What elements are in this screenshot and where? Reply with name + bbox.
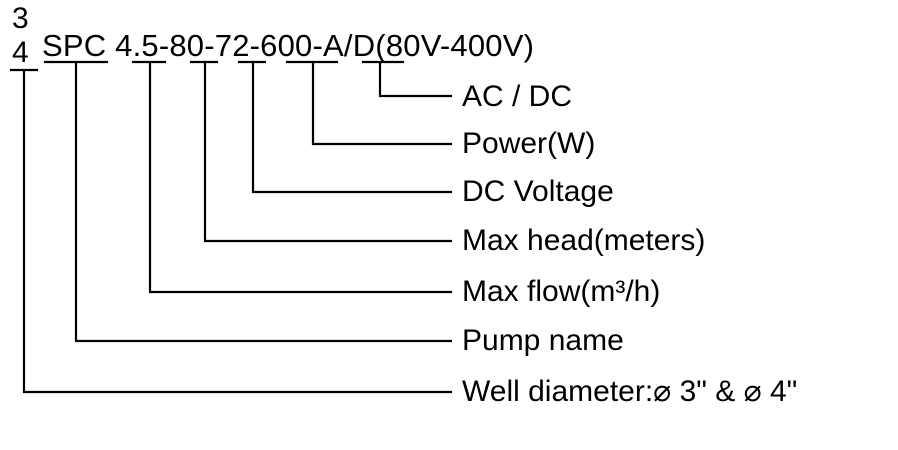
callout-ac-dc xyxy=(378,62,452,98)
callout-max-flow xyxy=(148,62,452,294)
label-pump-name: Pump name xyxy=(462,324,624,357)
callout-pump-name xyxy=(74,62,452,343)
label-well-diameter: Well diameter:⌀ 3" & ⌀ 4" xyxy=(462,375,798,408)
label-max-flow: Max flow(m³/h) xyxy=(462,275,661,308)
callout-dc-voltage xyxy=(251,62,452,194)
well-diameter-3-mark: 3 xyxy=(12,2,29,35)
callout-power xyxy=(311,62,452,146)
model-code: SPC 4.5-80-72-600-A/D(80V-400V) xyxy=(42,28,535,63)
label-ac-dc: AC / DC xyxy=(462,80,573,113)
callout-well-diameter xyxy=(22,70,452,394)
label-power: Power(W) xyxy=(462,127,596,160)
label-max-head: Max head(meters) xyxy=(462,224,706,257)
callout-max-head xyxy=(203,62,452,243)
label-dc-voltage: DC Voltage xyxy=(462,175,614,208)
well-diameter-4-mark: 4 xyxy=(12,36,29,69)
